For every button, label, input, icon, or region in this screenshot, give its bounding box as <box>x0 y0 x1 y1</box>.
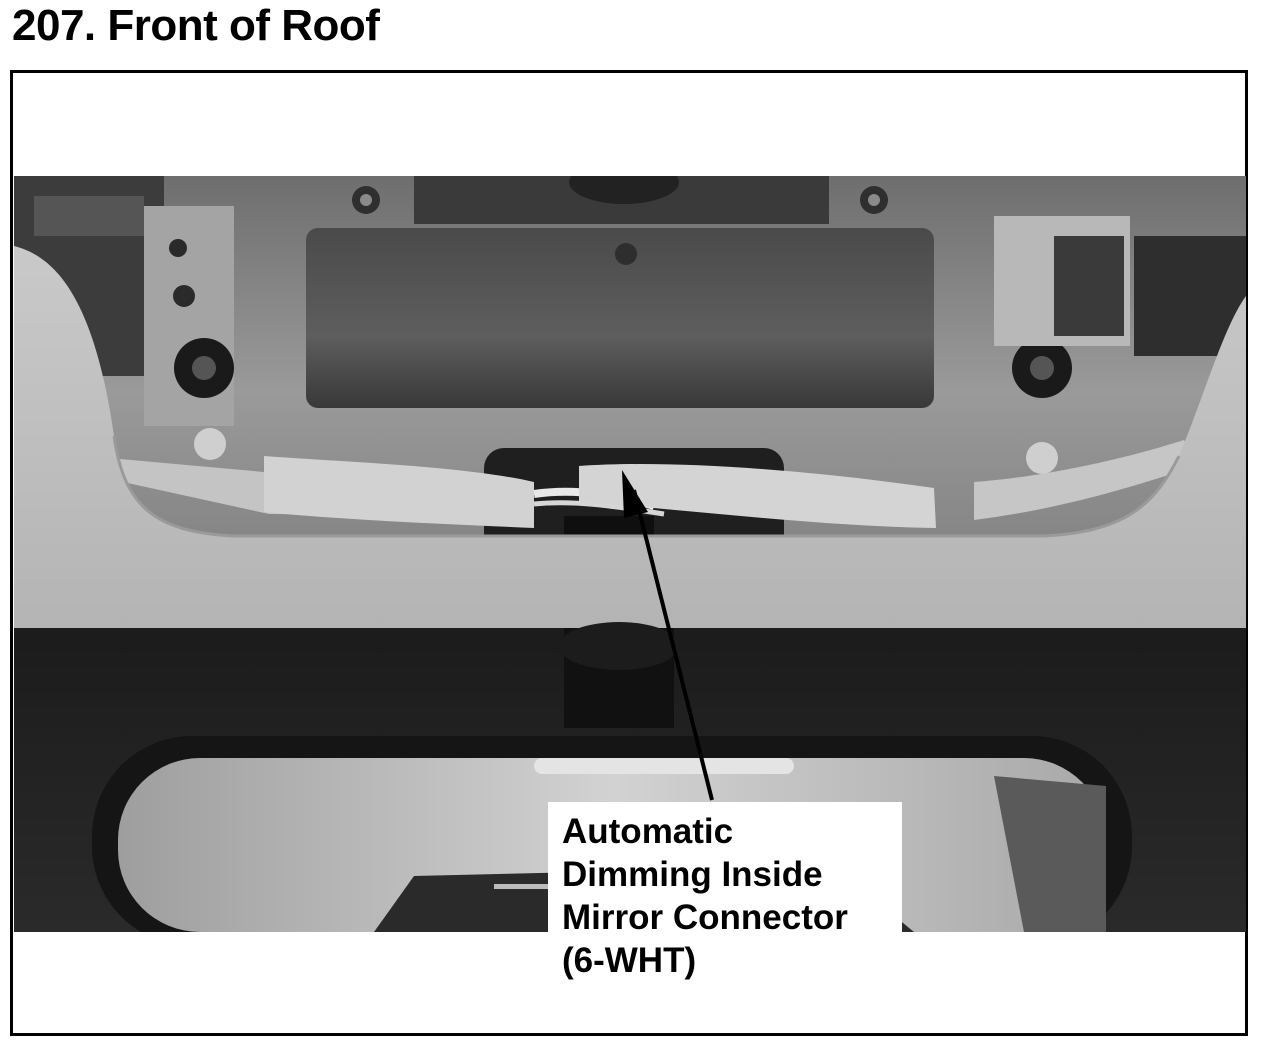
page-title: 207. Front of Roof <box>12 1 380 50</box>
callout-line-4: (6-WHT) <box>562 941 697 980</box>
callout-box <box>548 802 902 932</box>
callout-line-2: Dimming Inside <box>562 855 823 894</box>
connector-callout: Automatic Dimming Inside Mirror Connecto… <box>562 810 848 982</box>
callout-line-3: Mirror Connector <box>562 898 848 937</box>
callout-line-1: Automatic <box>562 812 734 851</box>
